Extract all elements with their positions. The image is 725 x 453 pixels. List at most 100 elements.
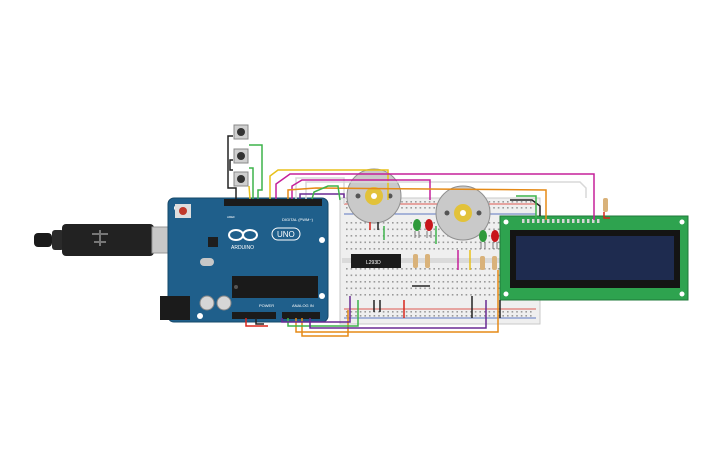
breadboard-hole	[396, 287, 399, 290]
breadboard-hole	[451, 241, 454, 244]
breadboard-hole	[419, 241, 422, 244]
breadboard-hole	[405, 207, 408, 209]
breadboard-hole	[442, 287, 445, 290]
wire-green	[249, 167, 254, 199]
breadboard-hole	[419, 287, 422, 290]
lcd-pin	[597, 219, 600, 223]
breadboard-hole	[396, 222, 399, 224]
breadboard-hole	[378, 274, 380, 277]
breadboard-hole	[401, 228, 403, 231]
breadboard-hole	[479, 294, 481, 296]
breadboard-hole	[493, 228, 495, 231]
breadboard-hole	[350, 268, 353, 270]
breadboard-hole	[461, 241, 463, 244]
resistor	[603, 198, 608, 212]
breadboard-hole	[419, 315, 422, 317]
breadboard-hole	[502, 201, 504, 203]
breadboard-hole	[438, 315, 440, 317]
breadboard-hole	[415, 281, 417, 283]
breadboard-hole	[415, 207, 417, 209]
breadboard-hole	[442, 235, 445, 237]
breadboard-hole	[415, 315, 417, 317]
breadboard-hole	[369, 315, 371, 317]
breadboard-hole	[382, 274, 385, 277]
breadboard-hole	[470, 287, 472, 290]
breadboard-hole	[410, 268, 412, 270]
lcd-pin	[577, 219, 580, 223]
lcd-pins	[522, 219, 600, 223]
breadboard-hole	[346, 274, 348, 277]
breadboard-hole	[350, 315, 353, 317]
breadboard-hole	[484, 281, 486, 283]
lcd-pin	[537, 219, 540, 223]
breadboard-hole	[401, 294, 403, 296]
breadboard-hole	[438, 228, 440, 231]
breadboard-hole	[428, 241, 431, 244]
lcd-pin	[527, 219, 530, 223]
lcd-pin	[532, 219, 535, 223]
usb-chip	[208, 237, 218, 247]
breadboard-hole	[346, 294, 348, 296]
breadboard-hole	[479, 248, 481, 250]
breadboard-hole	[442, 311, 445, 313]
breadboard-hole	[373, 248, 376, 250]
breadboard-hole	[424, 228, 426, 231]
breadboard-hole	[493, 241, 495, 244]
breadboard-hole	[415, 294, 417, 296]
breadboard-hole	[424, 294, 426, 296]
breadboard-hole	[488, 235, 491, 237]
breadboard-hole	[497, 241, 500, 244]
wire-white	[305, 181, 587, 199]
push-button	[233, 124, 249, 140]
breadboard-hole	[346, 287, 348, 290]
breadboard-hole	[382, 294, 385, 296]
wire-black	[227, 135, 237, 199]
l293d-driver: L293D	[351, 254, 401, 268]
breadboard-hole	[474, 294, 477, 296]
breadboard-hole	[392, 235, 394, 237]
breadboard-hole	[497, 207, 500, 209]
breadboard-hole	[401, 281, 403, 283]
breadboard-hole	[456, 274, 458, 277]
breadboard-hole	[479, 274, 481, 277]
power-label: POWER	[259, 303, 274, 308]
breadboard-hole	[456, 268, 458, 270]
breadboard-hole	[507, 315, 509, 317]
breadboard-hole	[507, 201, 509, 203]
breadboard-hole	[497, 222, 500, 224]
breadboard-hole	[350, 228, 353, 231]
breadboard-hole	[364, 311, 366, 313]
breadboard-hole	[447, 287, 449, 290]
breadboard-hole	[382, 222, 385, 224]
lcd-pin	[562, 219, 565, 223]
breadboard-hole	[511, 207, 514, 209]
digital-header	[224, 199, 322, 206]
breadboard-hole	[479, 281, 481, 283]
breadboard-hole	[401, 201, 403, 203]
breadboard-hole	[373, 235, 376, 237]
breadboard-hole	[516, 315, 518, 317]
wire-white	[295, 177, 345, 204]
breadboard-hole	[502, 311, 504, 313]
breadboard-hole	[461, 311, 463, 313]
breadboard-hole	[364, 241, 366, 244]
breadboard-hole	[405, 222, 408, 224]
breadboard-hole	[346, 248, 348, 250]
breadboard-hole	[438, 235, 440, 237]
breadboard-hole	[530, 311, 532, 313]
breadboard-hole	[525, 311, 527, 313]
breadboard-hole	[461, 274, 463, 277]
breadboard-hole	[378, 311, 380, 313]
breadboard-hole	[433, 228, 435, 231]
breadboard-hole	[433, 315, 435, 317]
breadboard-hole	[369, 281, 371, 283]
wire-red	[245, 318, 268, 327]
breadboard-hole	[392, 311, 394, 313]
breadboard-hole	[474, 274, 477, 277]
breadboard-hole	[369, 274, 371, 277]
breadboard-hole	[442, 274, 445, 277]
breadboard-hole	[424, 207, 426, 209]
breadboard-hole	[405, 287, 408, 290]
lcd-pin	[592, 219, 595, 223]
digital-label: DIGITAL (PWM~)	[282, 217, 314, 222]
